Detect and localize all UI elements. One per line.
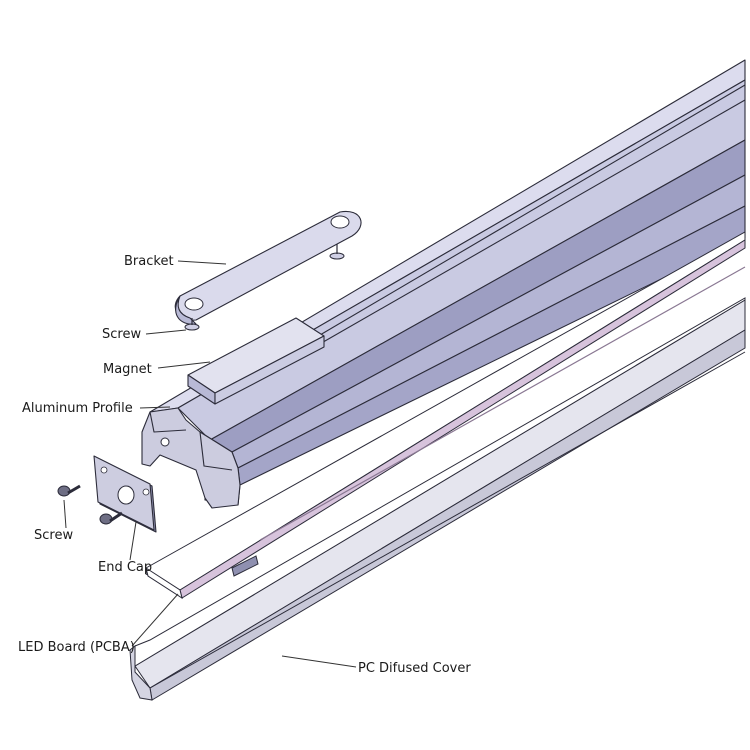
screw-upper xyxy=(57,484,81,497)
end-cap xyxy=(93,455,157,533)
label-magnet: Magnet xyxy=(103,362,152,377)
label-screw-top: Screw xyxy=(102,327,141,342)
led-board xyxy=(145,231,746,600)
bracket-screw-left xyxy=(184,318,200,331)
leader-lines xyxy=(63,260,357,668)
labels: Bracket Screw Magnet Aluminum Profile Sc… xyxy=(18,254,471,676)
bracket-screw-right xyxy=(329,244,345,260)
label-aluminum-profile: Aluminum Profile xyxy=(22,401,133,416)
magnet xyxy=(187,317,325,405)
label-pc-cover: PC Difused Cover xyxy=(358,661,471,676)
bracket xyxy=(174,210,362,331)
label-bracket: Bracket xyxy=(124,254,174,269)
label-screw-bottom: Screw xyxy=(34,528,73,543)
label-led-board: LED Board (PCBA) xyxy=(18,640,135,655)
label-end-cap: End Cap xyxy=(98,560,152,575)
screw-lower xyxy=(99,511,123,525)
pc-diffused-cover xyxy=(129,297,746,701)
